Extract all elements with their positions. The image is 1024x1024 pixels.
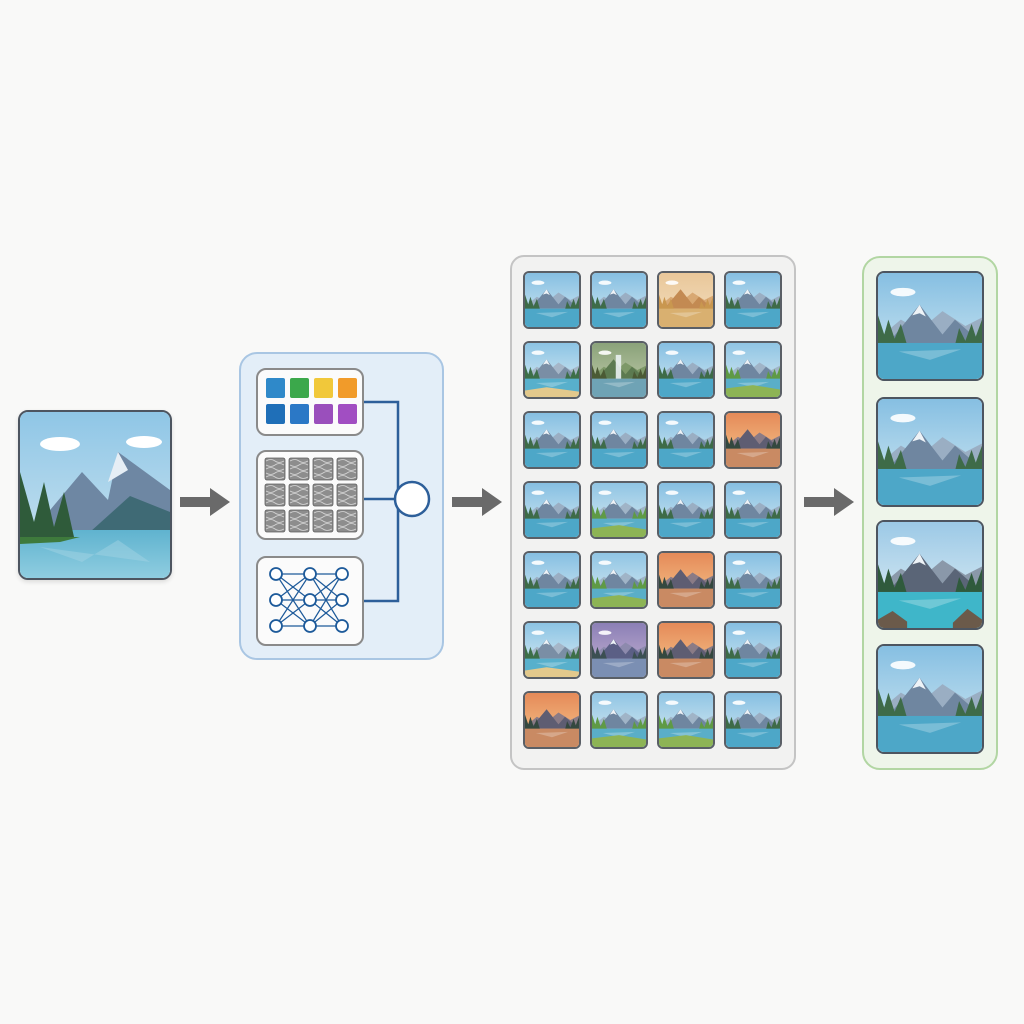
candidate-thumbnail bbox=[590, 411, 648, 469]
color-swatch bbox=[338, 404, 357, 424]
landscape-icon bbox=[592, 483, 646, 537]
candidate-thumbnail bbox=[590, 551, 648, 609]
landscape-icon bbox=[525, 413, 579, 467]
candidate-thumbnail bbox=[657, 271, 715, 329]
retrieved-image bbox=[876, 644, 984, 754]
candidate-thumbnail bbox=[590, 481, 648, 539]
landscape-icon bbox=[878, 646, 982, 752]
landscape-icon bbox=[592, 273, 646, 327]
fusion-node-icon bbox=[393, 480, 431, 518]
candidate-thumbnail bbox=[724, 271, 782, 329]
candidate-thumbnail bbox=[657, 481, 715, 539]
texture-feature-card bbox=[256, 450, 364, 540]
candidate-thumbnail bbox=[657, 341, 715, 399]
color-swatch bbox=[290, 404, 309, 424]
landscape-icon bbox=[878, 522, 982, 628]
candidate-thumbnail bbox=[724, 481, 782, 539]
landscape-icon bbox=[659, 623, 713, 677]
retrieved-image bbox=[876, 520, 984, 630]
candidate-thumbnail bbox=[657, 691, 715, 749]
candidate-thumbnail bbox=[523, 271, 581, 329]
texture-grid-icon bbox=[264, 457, 358, 533]
landscape-icon bbox=[525, 623, 579, 677]
retrieved-image bbox=[876, 271, 984, 381]
landscape-icon bbox=[525, 273, 579, 327]
color-swatch bbox=[314, 404, 333, 424]
network-feature-card bbox=[256, 556, 364, 646]
landscape-icon bbox=[659, 553, 713, 607]
landscape-icon bbox=[878, 273, 982, 379]
candidate-thumbnail bbox=[657, 621, 715, 679]
candidate-thumbnail bbox=[590, 271, 648, 329]
color-swatch bbox=[266, 404, 285, 424]
landscape-icon bbox=[592, 693, 646, 747]
color-swatch bbox=[290, 378, 309, 398]
landscape-icon bbox=[525, 483, 579, 537]
candidate-thumbnail bbox=[724, 691, 782, 749]
landscape-icon bbox=[525, 693, 579, 747]
candidate-thumbnail bbox=[724, 621, 782, 679]
landscape-icon bbox=[659, 273, 713, 327]
landscape-icon bbox=[726, 343, 780, 397]
mountain-lake-icon bbox=[20, 412, 170, 578]
landscape-icon bbox=[525, 343, 579, 397]
landscape-icon bbox=[726, 483, 780, 537]
landscape-icon bbox=[592, 553, 646, 607]
query-image bbox=[18, 410, 172, 580]
color-swatch bbox=[338, 378, 357, 398]
arrow-right-icon bbox=[804, 488, 854, 516]
landscape-icon bbox=[726, 553, 780, 607]
landscape-icon bbox=[592, 343, 646, 397]
landscape-icon bbox=[726, 413, 780, 467]
candidate-thumbnail bbox=[657, 551, 715, 609]
feature-connector bbox=[364, 400, 431, 603]
candidate-thumbnail bbox=[590, 341, 648, 399]
candidate-thumbnail bbox=[590, 691, 648, 749]
color-swatch bbox=[314, 378, 333, 398]
landscape-icon bbox=[592, 413, 646, 467]
candidate-thumbnail bbox=[523, 691, 581, 749]
landscape-icon bbox=[659, 483, 713, 537]
candidate-thumbnail bbox=[724, 551, 782, 609]
retrieved-image bbox=[876, 397, 984, 507]
landscape-icon bbox=[659, 343, 713, 397]
color-feature-card bbox=[256, 368, 364, 436]
candidate-thumbnail bbox=[523, 481, 581, 539]
candidate-thumbnail bbox=[523, 551, 581, 609]
landscape-icon bbox=[525, 553, 579, 607]
landscape-icon bbox=[659, 693, 713, 747]
landscape-icon bbox=[878, 399, 982, 505]
candidate-thumbnail bbox=[590, 621, 648, 679]
landscape-icon bbox=[659, 413, 713, 467]
landscape-icon bbox=[592, 623, 646, 677]
candidate-thumbnail bbox=[657, 411, 715, 469]
color-swatch bbox=[266, 378, 285, 398]
candidate-thumbnail bbox=[523, 341, 581, 399]
landscape-icon bbox=[726, 623, 780, 677]
arrow-right-icon bbox=[452, 488, 502, 516]
landscape-icon bbox=[726, 693, 780, 747]
landscape-icon bbox=[726, 273, 780, 327]
color-swatch-icon bbox=[266, 378, 357, 424]
neural-network-icon bbox=[269, 567, 349, 633]
candidate-thumbnail bbox=[523, 621, 581, 679]
candidate-thumbnail bbox=[523, 411, 581, 469]
candidate-thumbnail bbox=[724, 411, 782, 469]
arrow-right-icon bbox=[180, 488, 230, 516]
candidate-thumbnail bbox=[724, 341, 782, 399]
